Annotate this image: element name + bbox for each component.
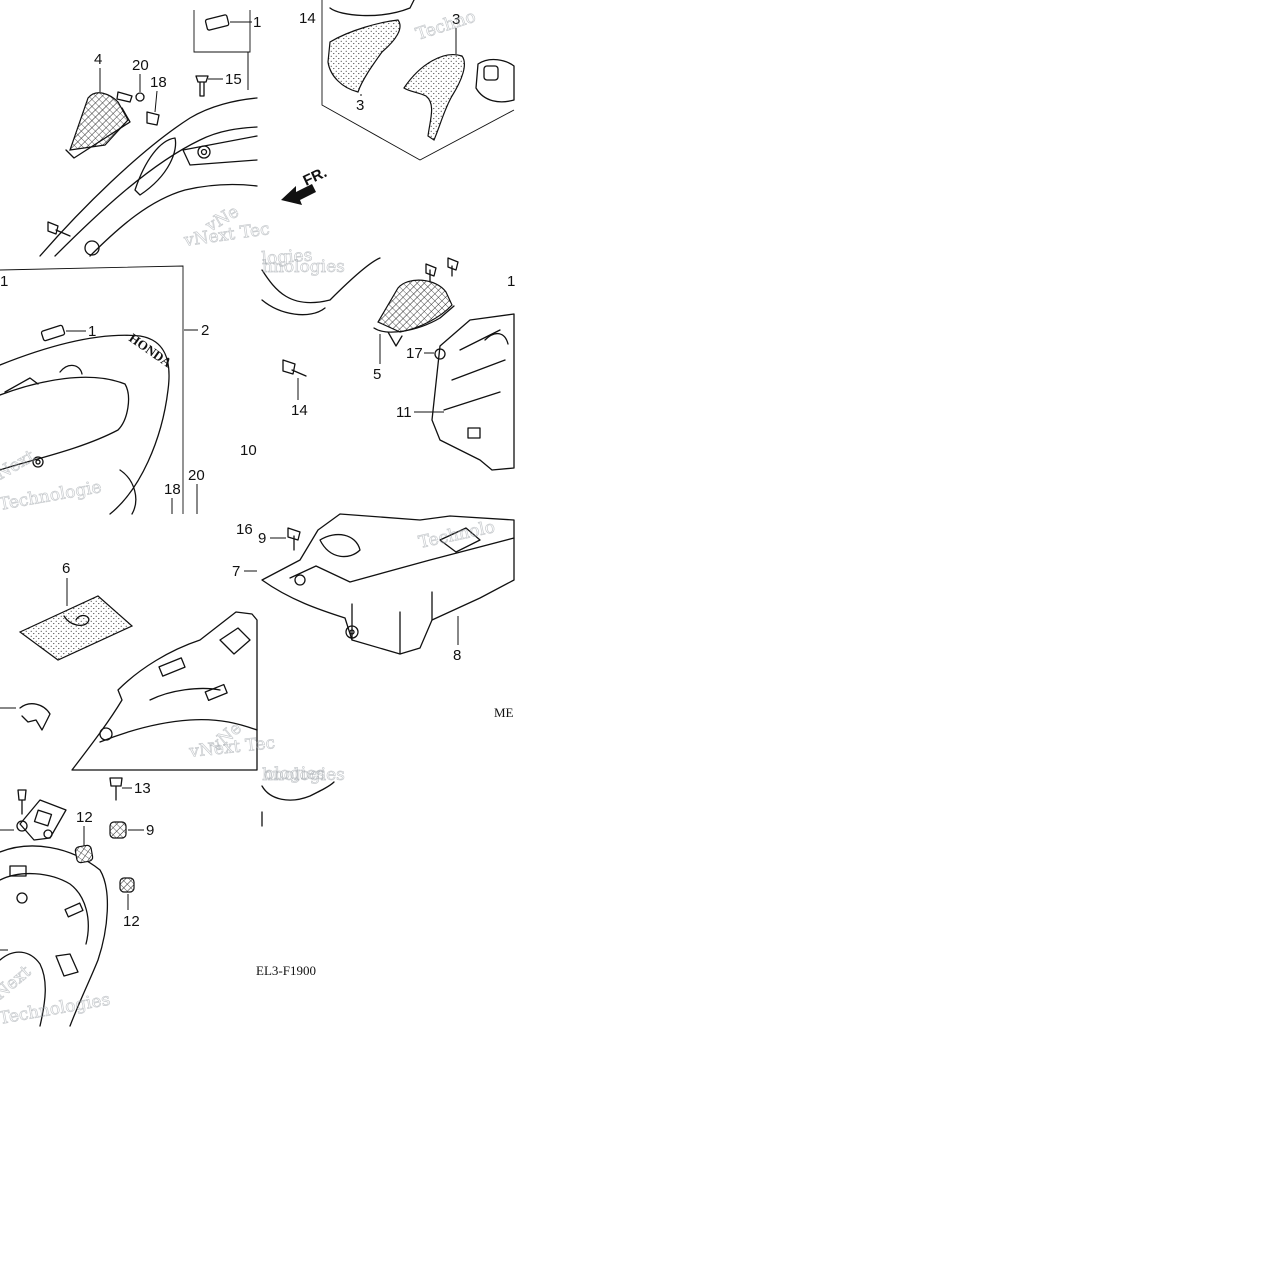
- rear-turn-signal-5: [373, 279, 455, 347]
- watermark: Next: [0, 446, 38, 484]
- callout-20: 20: [188, 467, 205, 484]
- rear-inner-fender-7: [71, 611, 258, 771]
- callout-14: 14: [299, 10, 316, 27]
- seat-cowl-pad-3-left: [327, 19, 401, 93]
- callout-12: 12: [76, 809, 93, 826]
- tile-top-left: 1 4 20 18 15 vNext Tec vNe: [39, 10, 271, 257]
- watermark: hnologies: [262, 257, 345, 277]
- tile-top-right: FR. 14 3 3 Techno: [281, 0, 515, 205]
- tile-mid-left-1: HONDA 1 1 2 10 20 18 Next Technologie: [0, 265, 257, 515]
- callout-1: 1: [253, 14, 261, 31]
- callout-20: 20: [132, 57, 149, 74]
- callout-11: 11: [396, 404, 412, 421]
- callout-2: 2: [201, 322, 209, 339]
- clip-part: [475, 58, 515, 103]
- callout-17: 17: [406, 345, 423, 362]
- diagram-code-fragment: ME: [494, 705, 514, 720]
- callout-7: 7: [232, 563, 240, 580]
- callout-18: 18: [150, 74, 167, 91]
- bolts-group: [47, 75, 209, 237]
- tile-mid-left-2: 6 16 7 vNext Tec vNe: [0, 521, 276, 771]
- small-fastener-box: [193, 10, 252, 53]
- tile-bottom-left: 13 12 9 12 Next Technologies: [0, 777, 154, 1029]
- seat-cowl-pad-3-right: [403, 54, 465, 141]
- watermark: Techno: [413, 7, 478, 45]
- callout-1: 1: [88, 323, 96, 340]
- front-direction-arrow: FR.: [281, 164, 330, 205]
- grommets: [74, 821, 135, 893]
- rear-cowl-side: [39, 97, 258, 257]
- callout-14: 14: [291, 402, 308, 419]
- watermark: Technologies: [0, 990, 112, 1029]
- callout-6: 6: [62, 560, 70, 577]
- callout-1: 1: [0, 273, 8, 290]
- watermark: Technolo: [417, 517, 497, 553]
- tile-bottom-right: EL3-F1900 ologies: [256, 764, 335, 978]
- watermark: Next: [0, 962, 35, 1004]
- rear-fender-8: [261, 513, 515, 655]
- rear-turn-signal-lens-4: [65, 92, 131, 159]
- callout-4: 4: [94, 51, 102, 68]
- diagram-code: EL3-F1900: [256, 963, 316, 978]
- callout-13: 13: [134, 780, 151, 797]
- tile-mid-right-2: 9 8 ME Technolo: [258, 513, 515, 720]
- callout-5: 5: [373, 366, 381, 383]
- callout-12: 12: [123, 913, 140, 930]
- tool-bag-6: [18, 595, 134, 661]
- watermark: ologies: [264, 764, 325, 784]
- rear-fender-mount-11: [431, 313, 515, 471]
- rear-fender-lower: [0, 845, 109, 1027]
- callout-10: 10: [240, 442, 257, 459]
- front-arrow-label: FR.: [301, 164, 330, 190]
- callout-9: 9: [258, 530, 266, 547]
- callout-16: 16: [236, 521, 253, 538]
- callout-15: 15: [225, 71, 242, 88]
- callout-3: 3: [356, 97, 364, 114]
- callout-18: 18: [164, 481, 181, 498]
- clamp-part: [0, 703, 51, 731]
- watermark: hnologies: [262, 765, 345, 785]
- callout-8: 8: [453, 647, 461, 664]
- watermark: Technologie: [0, 477, 103, 515]
- callouts-tile-1: 1 4 20 18 15: [94, 14, 261, 113]
- tile-mid-right-1: 5 17 14 11 1 logies: [261, 245, 515, 471]
- callout-9: 9: [146, 822, 154, 839]
- seat-brand-label: HONDA: [126, 330, 175, 370]
- watermark: logies: [261, 245, 313, 268]
- license-bracket: [16, 799, 67, 841]
- callout-1: 1: [507, 273, 515, 290]
- callout-3: 3: [452, 11, 460, 28]
